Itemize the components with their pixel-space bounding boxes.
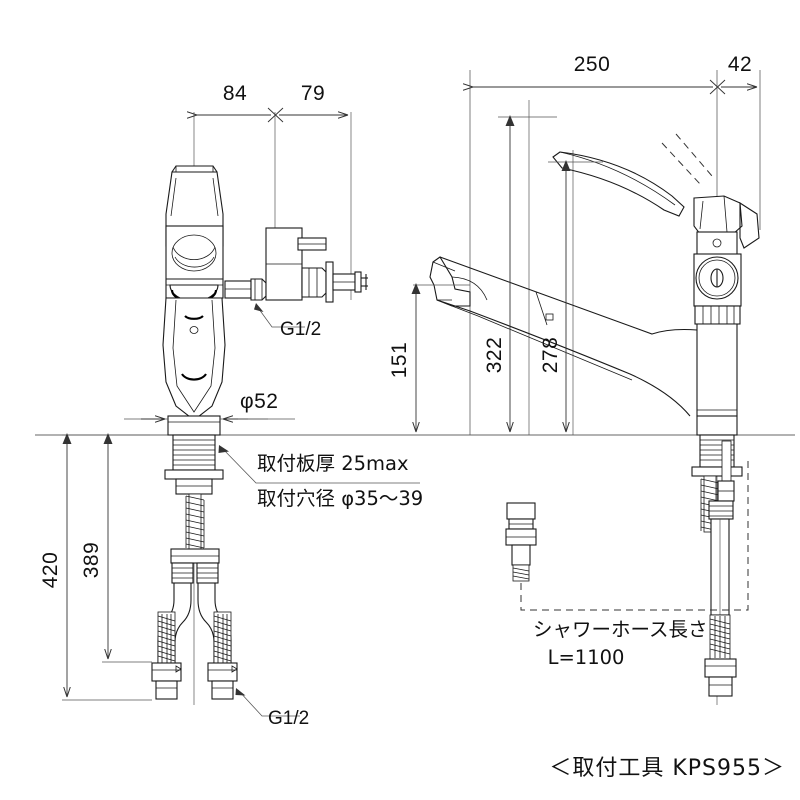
dimension-label-420: 420 (39, 552, 62, 589)
shower-hose-right (704, 440, 737, 697)
dimension-label-phi52: φ52 (240, 390, 278, 413)
dimension-label-42: 42 (728, 53, 752, 76)
dimension-label-79: 79 (301, 82, 325, 105)
dimension-250-42: 250 42 (473, 53, 757, 95)
ribbed-collar (694, 305, 741, 325)
faucet-spout-body-front (162, 297, 226, 421)
leader-g12-bottom (235, 688, 300, 717)
leader-plate-thickness (218, 445, 420, 484)
threaded-shank-left (164, 434, 224, 495)
left-front-view (151, 112, 420, 717)
annotation-shower-hose-value: L=1100 (548, 646, 625, 669)
annotation-plate-thickness: 取付板厚 25max (257, 452, 409, 475)
shower-hose-connector (505, 502, 537, 582)
dimension-389: 389 (80, 433, 152, 663)
y-branch-fitting (170, 548, 220, 584)
riser-spring-left (185, 493, 205, 553)
annotation-g12-top: G1/2 (280, 319, 321, 340)
side-valve-assembly (224, 227, 368, 303)
cartridge-boss (693, 253, 742, 307)
dimension-151: 151 (388, 283, 470, 432)
supply-hose-right-leg (197, 583, 238, 700)
shank-collar (167, 415, 221, 436)
dimension-phi52: φ52 (124, 390, 295, 419)
footer-mounting-tool: ＜取付工具 KPS955＞ (549, 756, 785, 781)
supply-hose-left-leg (151, 583, 192, 700)
annotation-hole-diameter: 取付穴径 φ35〜39 (257, 487, 423, 510)
dimension-label-278: 278 (539, 337, 562, 374)
dimension-84-79: 84 79 (197, 82, 348, 123)
threaded-shank-right (691, 415, 743, 477)
annotation-g12-bottom: G1/2 (268, 708, 309, 729)
dimension-322: 322 (483, 115, 557, 432)
body-column (696, 323, 738, 417)
shower-hose-leader (520, 460, 749, 611)
annotation-shower-hose-length: シャワーホース長さ (533, 618, 708, 641)
dimension-label-151: 151 (388, 342, 411, 379)
dimension-label-389: 389 (80, 542, 103, 579)
dimension-label-322: 322 (483, 337, 506, 374)
leader-g12-top (254, 303, 305, 328)
handle-cap (693, 195, 760, 249)
dimension-label-250: 250 (574, 53, 611, 76)
dimension-420: 420 (39, 433, 152, 701)
dimension-label-84: 84 (223, 82, 247, 105)
lever-handle (552, 133, 713, 217)
dimension-278: 278 (539, 160, 603, 432)
faucet-mid-housing (165, 225, 224, 304)
right-side-view (429, 70, 761, 705)
